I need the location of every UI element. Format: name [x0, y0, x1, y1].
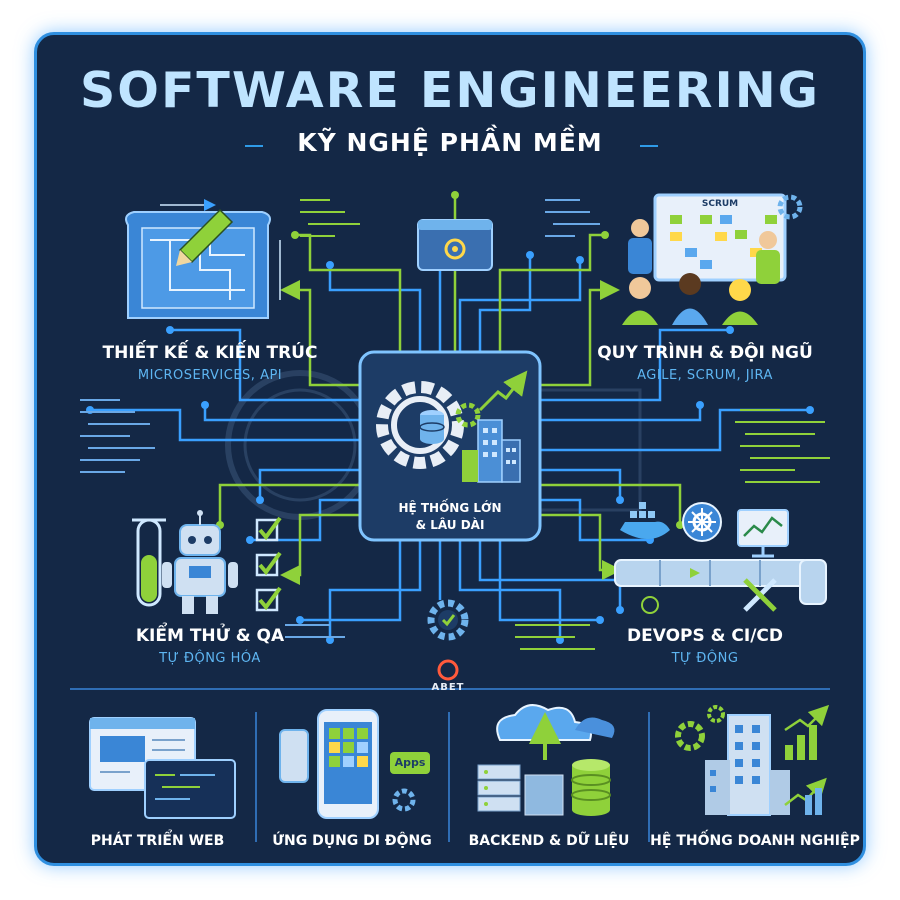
server-icon [477, 764, 564, 816]
quadrant-testing-title: KIỂM THỬ & QA [135, 626, 285, 646]
blueprint-icon [125, 199, 281, 319]
gear-icon [675, 721, 705, 751]
quadrant-devops-subtitle: TỰ ĐỘNG [671, 651, 739, 666]
small-phone-icon [279, 729, 309, 783]
bottom-label-backend: BACKEND & DỮ LIỆU [468, 833, 630, 849]
abet-label: ABET [431, 682, 465, 693]
section-divider [70, 688, 830, 690]
checklist-icon [255, 516, 282, 612]
test-tube-icon [132, 518, 166, 607]
tools-icon [743, 578, 777, 612]
abet-logo-icon [437, 659, 459, 681]
growth-arrow-icon [478, 370, 528, 412]
monitor-chart-icon [737, 509, 789, 558]
small-gear-icon [455, 402, 481, 428]
column-divider [255, 712, 257, 842]
bar-chart-icon [784, 704, 830, 815]
page-subtitle: KỸ NGHỆ PHẦN MỀM [297, 128, 603, 157]
quadrant-process-subtitle: AGILE, SCRUM, JIRA [637, 368, 773, 383]
browser-window-icon [89, 717, 196, 791]
database-icon [419, 410, 445, 444]
scrum-label: SCRUM [701, 199, 739, 209]
building-icon [705, 714, 790, 816]
database-icon [571, 759, 611, 816]
subtitle-rule-left [245, 145, 263, 147]
page-title: SOFTWARE ENGINEERING [80, 62, 820, 119]
center-label-line2: & LÂU DÀI [415, 518, 485, 532]
column-divider [448, 712, 450, 842]
apps-badge [390, 752, 430, 774]
team-icon [622, 219, 780, 325]
bottom-label-mobile: ỨNG DỤNG DI ĐỘNG [272, 833, 432, 849]
wires-green [218, 195, 682, 585]
check-gear-icon [427, 599, 469, 641]
code-window-icon [144, 759, 236, 819]
wires-blue [90, 255, 810, 640]
browser-gear-icon [417, 219, 493, 271]
building-icon [462, 419, 521, 483]
code-snippets [80, 199, 830, 650]
gear-icon [777, 194, 803, 220]
quadrant-design-title: THIẾT KẾ & KIẾN TRÚC [102, 343, 318, 363]
kubernetes-icon [682, 502, 722, 542]
gear-icon [392, 788, 416, 812]
smartphone-icon [317, 709, 379, 819]
quadrant-testing-subtitle: TỰ ĐỘNG HÓA [159, 651, 261, 666]
docker-whale-icon [620, 502, 670, 539]
robot-icon [162, 510, 238, 614]
column-divider [648, 712, 650, 842]
small-gear-icon [707, 705, 725, 723]
quadrant-process-title: QUY TRÌNH & ĐỘI NGŨ [597, 343, 813, 363]
cloud-icon [496, 704, 615, 760]
subtitle-rule-right [640, 145, 658, 147]
apps-label: Apps [394, 756, 426, 769]
center-system-box [358, 350, 542, 542]
bottom-label-web: PHÁT TRIỂN WEB [90, 833, 225, 849]
pencil-icon [176, 208, 234, 266]
pipeline-icon [614, 559, 827, 614]
scrum-board-icon [653, 193, 787, 282]
quadrant-design-subtitle: MICROSERVICES, API [137, 368, 283, 383]
bottom-label-enterprise: HỆ THỐNG DOANH NGHIỆP [650, 833, 860, 849]
center-label-line1: HỆ THỐNG LỚN [398, 501, 502, 515]
quadrant-devops-title: DEVOPS & CI/CD [627, 626, 783, 646]
